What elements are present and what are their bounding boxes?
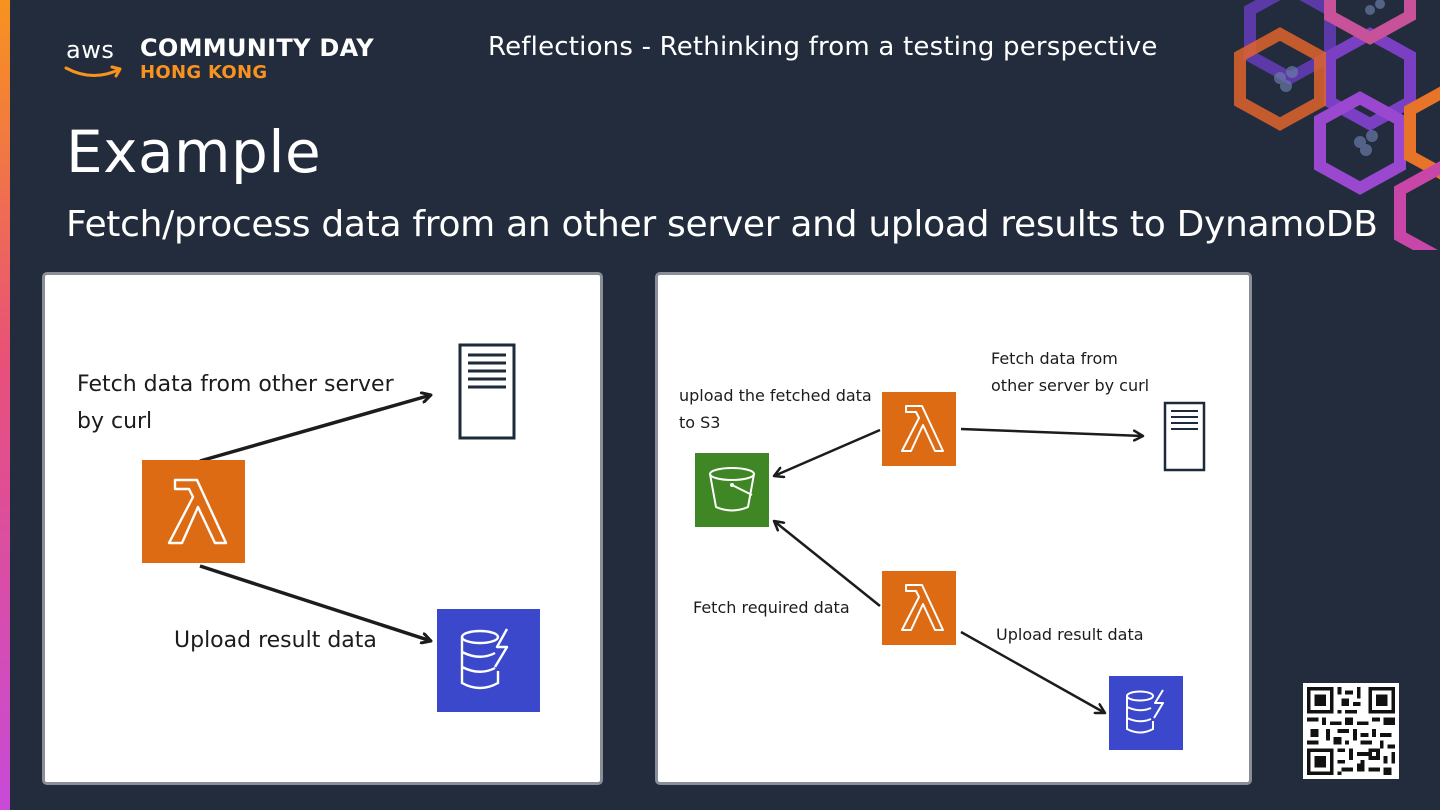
arrow-upload-result — [960, 630, 1105, 713]
aws-smile-icon — [64, 65, 122, 78]
logo-community-day: COMMUNITY DAY — [140, 34, 374, 62]
header-title: Reflections - Rethinking from a testing … — [488, 32, 1158, 62]
arrow-fetch — [199, 395, 431, 463]
aws-logo-text: aws — [66, 36, 115, 64]
arrow-upload-to-s3 — [774, 428, 881, 476]
label-fetch-from-server: Fetch data from other server by curl — [991, 345, 1149, 399]
lambda-icon — [142, 460, 245, 563]
accent-bar — [0, 0, 10, 810]
label-fetch-line2: other server by curl — [991, 376, 1150, 395]
label-fetch-line1: Fetch data from — [991, 349, 1118, 368]
dynamodb-icon — [1109, 676, 1183, 750]
server-icon — [458, 343, 516, 440]
label-fetch-line2: by curl — [77, 409, 153, 434]
hexagon-decoration-icon — [1234, 0, 1440, 250]
label-fetch-required: Fetch required data — [693, 598, 850, 617]
label-fetch-line1: Fetch data from other server — [77, 372, 394, 397]
arrow-upload — [199, 564, 431, 641]
label-upload-result: Upload result data — [174, 628, 377, 653]
aws-logo-icon: aws — [64, 36, 126, 82]
s3-bucket-icon — [695, 453, 769, 527]
label-fetch-data: Fetch data from other server by curl — [77, 366, 394, 440]
slide-subtitle: Fetch/process data from an other server … — [66, 204, 1378, 245]
logo-hong-kong: HONG KONG — [140, 62, 268, 83]
label-upload-result: Upload result data — [996, 625, 1144, 644]
dynamodb-icon — [437, 609, 540, 712]
aws-community-day-logo: aws COMMUNITY DAY HONG KONG — [64, 36, 374, 82]
server-icon — [1163, 401, 1206, 472]
arrow-fetch-required — [774, 521, 881, 607]
qr-code-icon — [1303, 683, 1399, 779]
label-upload-s3-line1: upload the fetched data — [679, 386, 872, 405]
right-diagram-panel: upload the fetched data to S3 Fetch data… — [655, 272, 1252, 785]
label-upload-to-s3: upload the fetched data to S3 — [679, 382, 872, 436]
left-diagram — [142, 343, 540, 712]
arrow-fetch-from-server — [960, 427, 1143, 436]
lambda-icon — [882, 571, 956, 645]
page-title: Example — [66, 118, 322, 186]
right-diagram — [695, 392, 1206, 750]
label-upload-s3-line2: to S3 — [679, 413, 721, 432]
left-diagram-panel: Fetch data from other server by curl Upl… — [42, 272, 603, 785]
lambda-icon — [882, 392, 956, 466]
